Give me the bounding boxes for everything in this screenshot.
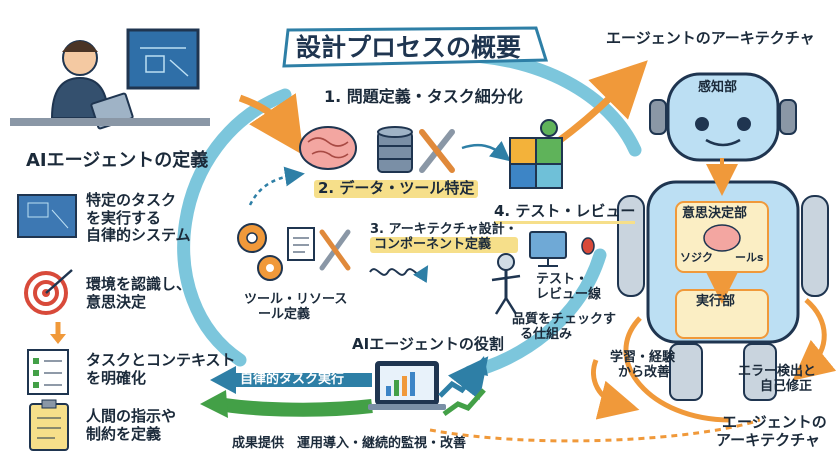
quality-line-2: る仕組み xyxy=(520,327,573,343)
orange-arrow-left xyxy=(238,93,304,156)
decision-label: 意思決定部 xyxy=(682,206,748,221)
architecture-bottom-line-2: アーキテクチャ xyxy=(716,430,820,449)
test-label: テスト・ レビュー線 xyxy=(536,272,601,303)
puzzle-icon xyxy=(509,119,563,189)
left-item-2-line-1: 環境を認識し、 xyxy=(86,275,192,293)
left-heading: AIエージェントの定義 xyxy=(26,150,209,171)
step-3-line-1: 3. アーキテクチャ設計・ xyxy=(370,222,518,237)
tools-icon xyxy=(319,229,351,271)
left-item-1: 特定のタスク を実行する 自律的システム xyxy=(86,191,191,245)
error-line-1: エラー検出と xyxy=(738,364,817,379)
tools-line-2: ール定義 xyxy=(258,307,311,323)
quality-label: 品質をチェックす る仕組み xyxy=(512,312,616,343)
logic-label: ソジク ールs xyxy=(680,251,764,264)
role-heading: AIエージェントの役割 xyxy=(352,335,504,353)
bug-icon xyxy=(581,237,595,255)
arrow-outcome xyxy=(224,398,373,417)
quality-line-1: 品質をチェックす xyxy=(512,312,617,327)
step-3-label: 3. アーキテクチャ設計・ コンポーネント定義 xyxy=(370,222,518,253)
blueprint-icon xyxy=(17,194,77,238)
left-item-3-line-2: を明確化 xyxy=(86,368,147,387)
architecture-bottom-line-1: エージェントの xyxy=(722,413,827,431)
database-icon xyxy=(377,126,413,173)
arrow-2-to-4 xyxy=(461,140,511,162)
error-line-2: 自己修正 xyxy=(760,379,813,395)
autonomous-task-label: 自律的タスク実行 xyxy=(240,372,345,387)
left-item-4-line-1: 人間の指示や xyxy=(86,407,177,425)
left-item-4-line-2: 制約を定義 xyxy=(86,424,162,443)
clipboard-icon xyxy=(29,399,69,451)
target-icon xyxy=(24,269,73,315)
left-item-1-line-1: 特定のタスク xyxy=(86,191,177,209)
learning-loop-arrow xyxy=(623,316,731,423)
title-banner xyxy=(282,26,549,68)
left-item-2-line-2: 意思決定 xyxy=(86,292,147,311)
tools-label: ツール・リソース ール定義 xyxy=(244,292,347,323)
skeleton-figure-icon xyxy=(491,253,521,315)
left-item-1-line-3: 自律的システム xyxy=(86,226,191,245)
notebook-icon xyxy=(287,227,315,261)
squiggle-arrow xyxy=(369,265,429,283)
orange-arrow-right xyxy=(557,60,648,143)
error-label: エラー検出と 自己修正 xyxy=(738,364,816,395)
step-4-label: 4. テスト・レビュー xyxy=(494,202,636,224)
brain-icon xyxy=(299,126,357,170)
tools-line-1: ツール・リソース xyxy=(244,292,348,307)
wrench-screwdriver-icon xyxy=(419,129,455,173)
person-with-tablet-illustration xyxy=(10,28,210,130)
step-3-line-2: コンポーネント定義 xyxy=(370,237,518,253)
execution-label: 実行部 xyxy=(696,294,736,309)
checklist-icon xyxy=(27,349,69,395)
page-title: 設計プロセスの概要 xyxy=(296,33,522,62)
chart-monitor-icon xyxy=(368,361,446,410)
learning-line-2: から改善 xyxy=(618,365,671,381)
gears-icon xyxy=(237,223,283,281)
growth-arrow-icon xyxy=(438,356,489,401)
learning-label: 学習・経験 から改善 xyxy=(610,350,675,381)
right-heading: エージェントのアーキテクチャ xyxy=(606,29,815,47)
test-line-2: レビュー線 xyxy=(536,287,602,303)
monitor-icon xyxy=(529,231,567,267)
outcome-label: 成果提供 運用導入・継続的監視・改善 xyxy=(232,436,467,451)
step-2-label: 2. データ・ツール特定 xyxy=(314,179,479,198)
left-item-2: 環境を認識し、 意思決定 xyxy=(86,275,192,311)
left-item-1-line-2: を実行する xyxy=(86,208,162,227)
architecture-bottom-label: エージェントの アーキテクチャ xyxy=(716,413,827,449)
left-item-4: 人間の指示や 制約を定義 xyxy=(86,407,177,443)
test-line-1: テスト・ xyxy=(536,272,589,287)
error-loop-arrow xyxy=(792,298,837,381)
dashed-loop xyxy=(429,418,761,443)
perception-label: 感知部 xyxy=(698,80,738,95)
learning-line-1: 学習・経験 xyxy=(610,350,676,365)
left-item-3-line-1: タスクとコンテキスト xyxy=(86,351,236,369)
dotted-arrow-2 xyxy=(248,166,305,206)
robot-illustration xyxy=(617,72,829,401)
step-1-label: 1. 問題定義・タスク細分化 xyxy=(324,87,523,106)
left-item-3: タスクとコンテキスト を明確化 xyxy=(86,351,236,387)
